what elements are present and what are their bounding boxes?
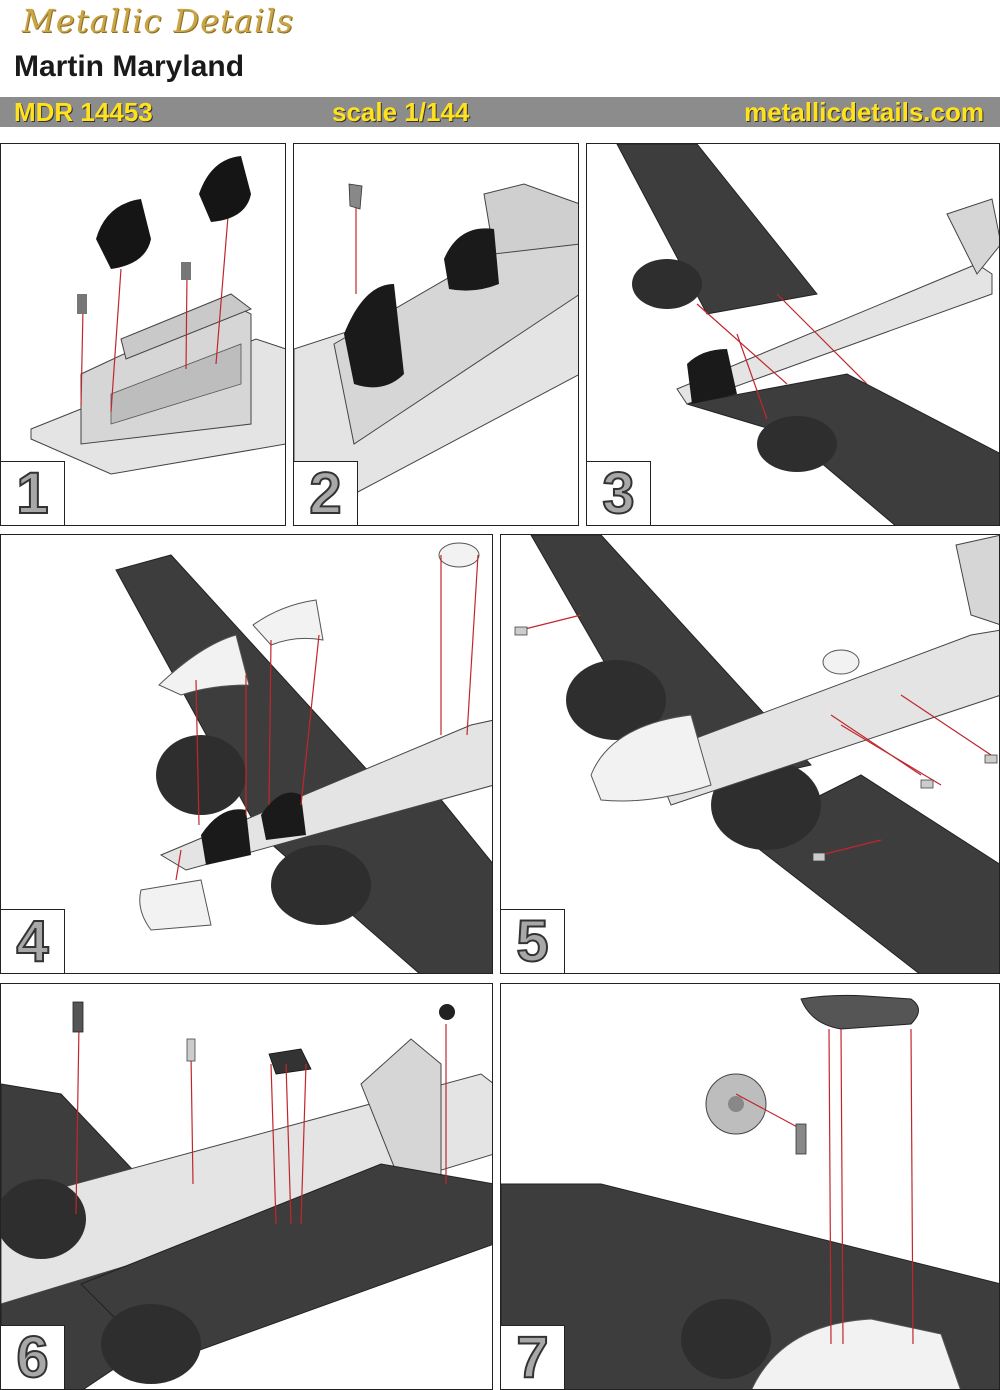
step-3-illustration: [616, 144, 999, 525]
step-4-illustration: [115, 542, 492, 973]
step-number-6: 6: [1, 1325, 65, 1389]
step-number-3: 3: [587, 461, 651, 525]
step-6-illustration: [1, 1001, 492, 1389]
step-panel-6: 6: [0, 983, 493, 1390]
scale-label: scale 1/144: [332, 97, 470, 127]
step-number-7: 7: [501, 1325, 565, 1389]
step-number-2: 2: [294, 461, 358, 525]
step-5-illustration: [514, 535, 999, 973]
step-panel-1: 1: [0, 143, 286, 526]
step-1-illustration: [30, 156, 285, 475]
step-number-5: 5: [501, 909, 565, 973]
step-panel-5: 5: [500, 534, 1000, 974]
step-panel-2: 2: [293, 143, 579, 526]
brand-logo: Metallic Details: [22, 2, 294, 40]
step-number-4: 4: [1, 909, 65, 973]
step-panel-4: 4: [0, 534, 493, 974]
step-7-illustration: [501, 994, 999, 1389]
info-banner: MDR 14453 scale 1/144 metallicdetails.co…: [0, 97, 1000, 127]
product-code: MDR 14453: [14, 97, 153, 127]
step-panel-3: 3: [586, 143, 1000, 526]
step-2-illustration: [294, 183, 578, 505]
step-number-1: 1: [1, 461, 65, 525]
step-panel-7: 7: [500, 983, 1000, 1390]
website-link[interactable]: metallicdetails.com: [744, 97, 984, 127]
page-title: Martin Maryland: [14, 50, 245, 83]
